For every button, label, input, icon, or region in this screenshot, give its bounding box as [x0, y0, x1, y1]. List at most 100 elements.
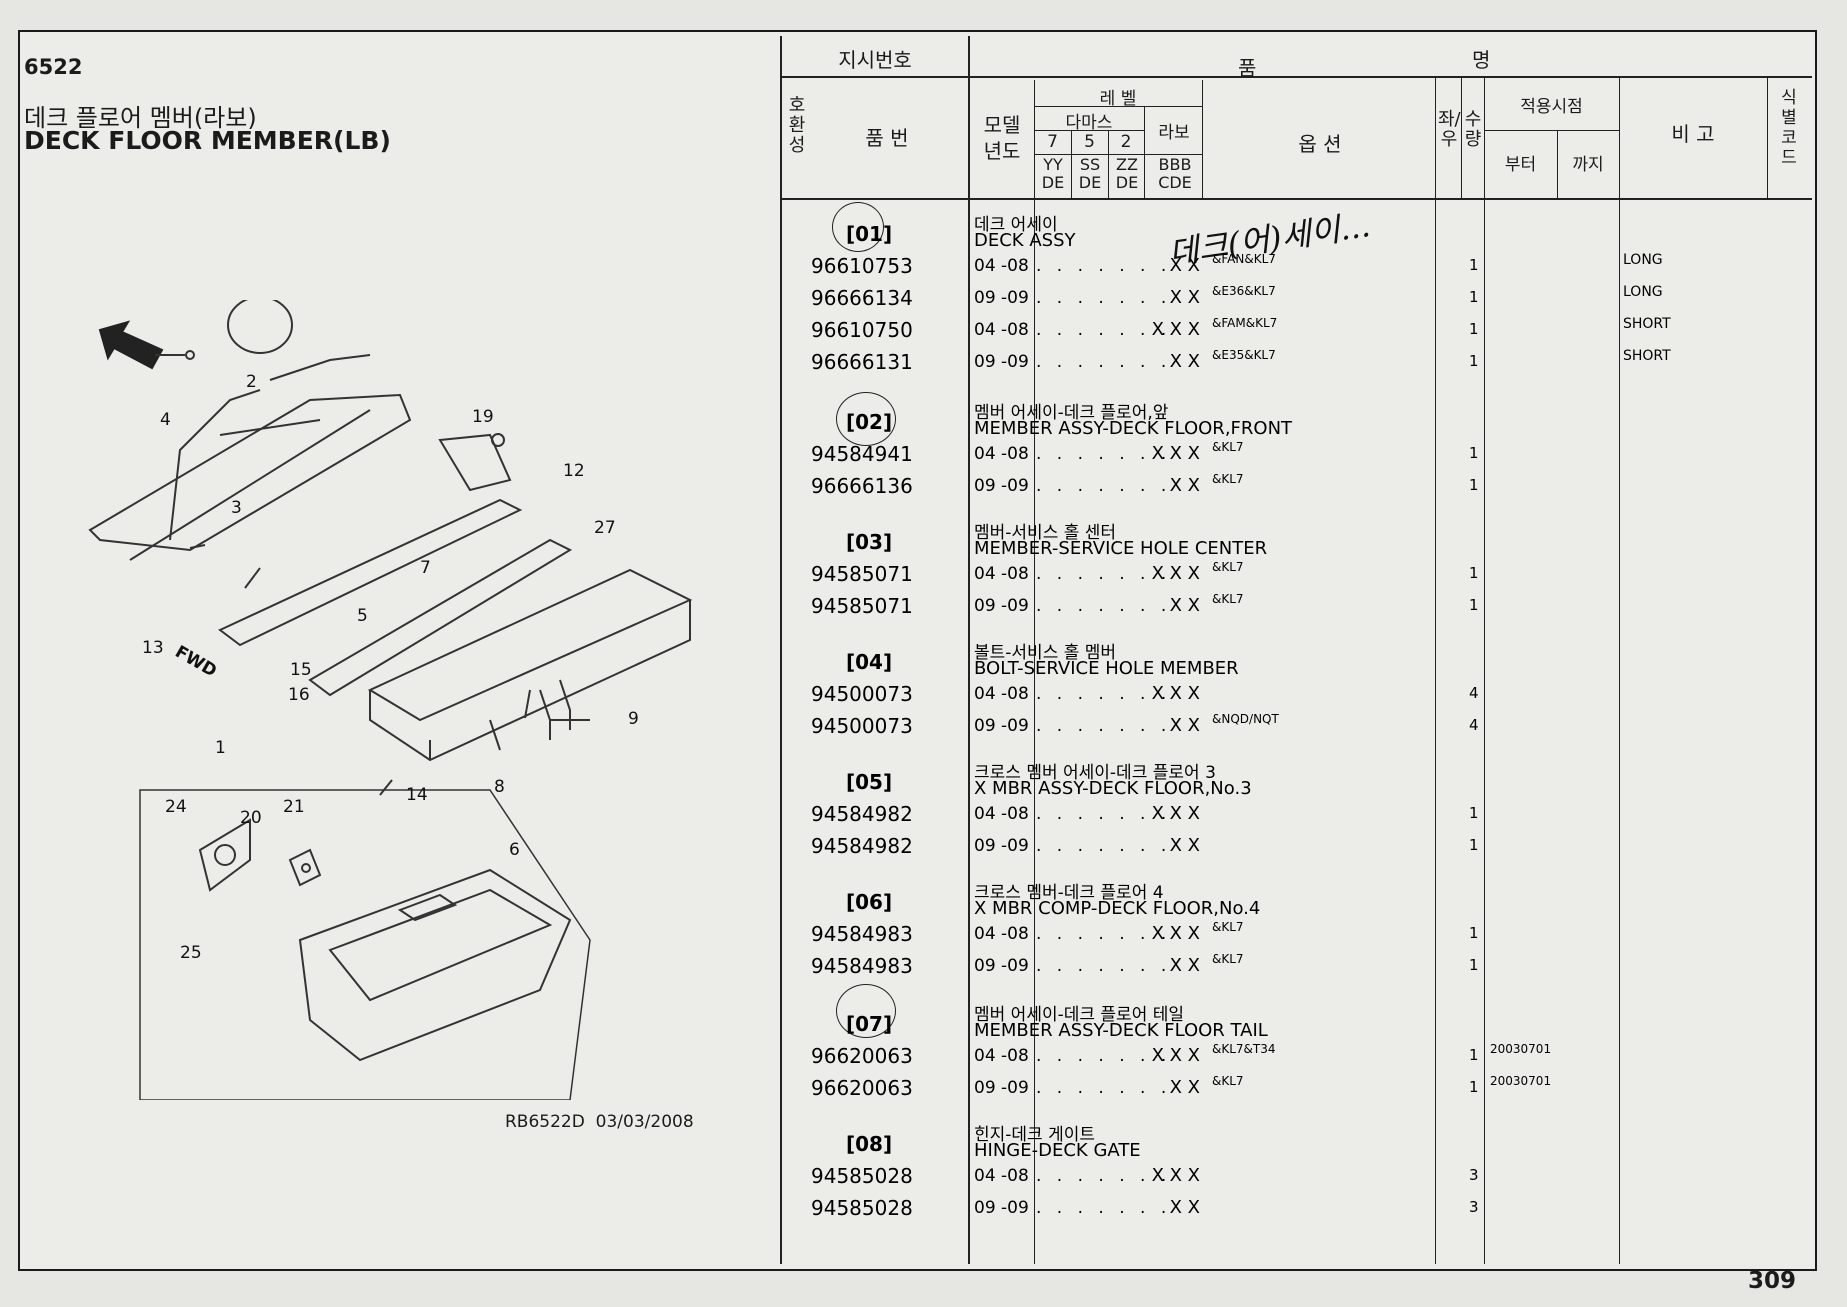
model-year-range: 09 -09 — [974, 1198, 1029, 1218]
remark: SHORT — [1623, 316, 1671, 332]
callout-13: 13 — [142, 638, 164, 658]
callout-4: 4 — [160, 410, 171, 430]
leader-dots: . . . . . . . — [1036, 596, 1172, 616]
marker-circle — [832, 202, 884, 252]
level-marks: X X — [1169, 1197, 1200, 1218]
leader-dots: . . . . . . . — [1036, 1166, 1172, 1186]
header-damas: 다마스 — [1065, 113, 1113, 133]
part-number: 94584941 — [811, 442, 913, 466]
col-divider — [1461, 76, 1462, 200]
level-marks: X X X — [1151, 1045, 1200, 1066]
leader-dots: . . . . . . . — [1036, 956, 1172, 976]
quantity: 1 — [1469, 256, 1479, 274]
header-level-5: 5 — [1084, 132, 1095, 152]
quantity: 1 — [1469, 1046, 1479, 1064]
level-marks: X X — [1169, 351, 1200, 372]
level-marks: X X X — [1151, 683, 1200, 704]
section-code: [01] — [846, 222, 893, 246]
section-code: [02] — [846, 410, 893, 434]
option-code: &KL7 — [1212, 920, 1244, 934]
model-year-range: 09 -09 — [974, 352, 1029, 372]
header-option: 옵 션 — [1298, 132, 1342, 156]
section-code: [08] — [846, 1132, 893, 1156]
model-year-range: 04 -08 — [974, 924, 1029, 944]
part-number: 94500073 — [811, 682, 913, 706]
option-code: &KL7 — [1212, 560, 1244, 574]
level-marks: X X — [1169, 287, 1200, 308]
title-english: DECK FLOOR MEMBER(LB) — [24, 126, 391, 155]
model-year-range: 09 -09 — [974, 1078, 1029, 1098]
header-level-bbbcde: BBB CDE — [1158, 155, 1192, 192]
header-qty: 수량 — [1464, 109, 1482, 150]
level-marks: X X — [1169, 475, 1200, 496]
col-divider — [780, 36, 782, 1264]
quantity: 1 — [1469, 804, 1479, 822]
callout-16: 16 — [288, 685, 310, 705]
header-labo: 라보 — [1158, 123, 1190, 143]
header-to: 까지 — [1572, 155, 1604, 175]
header-level-yyde: YY DE — [1041, 155, 1065, 192]
leader-dots: . . . . . . . — [1036, 444, 1172, 464]
title-korean: 데크 플로어 멤버(라보) — [24, 104, 257, 132]
header-from: 부터 — [1504, 155, 1537, 175]
quantity: 1 — [1469, 956, 1479, 974]
model-year-range: 04 -08 — [974, 804, 1029, 824]
part-number: 96620063 — [811, 1044, 913, 1068]
row-divider — [1034, 130, 1144, 131]
section-name-korean: 멤버-서비스 홀 센터 — [974, 523, 1117, 543]
section-name-english: HINGE-DECK GATE — [974, 1140, 1141, 1161]
header-level-zzde: ZZ DE — [1115, 155, 1139, 192]
applied-from: 20030701 — [1490, 1042, 1552, 1056]
section-name-korean: 볼트-서비스 홀 멤버 — [974, 643, 1117, 663]
diagram-code: RB6522D 03/03/2008 — [505, 1112, 694, 1132]
level-marks: X X X — [1151, 443, 1200, 464]
quantity: 1 — [1469, 320, 1479, 338]
model-year-range: 04 -08 — [974, 444, 1029, 464]
leader-dots: . . . . . . . — [1036, 924, 1172, 944]
col-divider — [1034, 80, 1035, 1264]
quantity: 1 — [1469, 836, 1479, 854]
parts-sheet — [18, 30, 1817, 1271]
quantity: 3 — [1469, 1198, 1479, 1216]
option-code: &FAM&KL7 — [1212, 316, 1278, 330]
applied-from: 20030701 — [1490, 1074, 1552, 1088]
leader-dots: . . . . . . . — [1036, 684, 1172, 704]
row-divider — [782, 198, 1812, 200]
quantity: 1 — [1469, 352, 1479, 370]
part-number: 96610753 — [811, 254, 913, 278]
section-code: [06] — [846, 890, 893, 914]
part-number: 94584983 — [811, 954, 913, 978]
leader-dots: . . . . . . . — [1036, 804, 1172, 824]
callout-7: 6 — [509, 840, 520, 860]
leader-dots: . . . . . . . — [1036, 564, 1172, 584]
callout-12: 12 — [563, 461, 585, 481]
part-number: 94500073 — [811, 714, 913, 738]
callout-24: 24 — [165, 797, 187, 817]
header-remark: 비 고 — [1671, 122, 1715, 146]
col-divider — [1557, 130, 1558, 200]
level-marks: X X — [1169, 955, 1200, 976]
marker-circle — [836, 392, 896, 446]
part-number: 96620063 — [811, 1076, 913, 1100]
remark: SHORT — [1623, 348, 1671, 364]
section-name-korean: 힌지-데크 게이트 — [974, 1125, 1096, 1145]
section-code: [07] — [846, 1012, 893, 1036]
model-year-range: 04 -08 — [974, 1046, 1029, 1066]
header-instruction-no: 지시번호 — [838, 48, 912, 72]
level-marks: X X — [1169, 835, 1200, 856]
col-divider — [1144, 106, 1145, 200]
model-year-range: 09 -09 — [974, 476, 1029, 496]
model-year-range: 09 -09 — [974, 716, 1029, 736]
header-interchange: 호환성 — [788, 95, 806, 156]
remark: LONG — [1623, 252, 1663, 268]
callout-9: 9 — [628, 709, 639, 729]
option-code: &E35&KL7 — [1212, 348, 1276, 362]
row-divider — [782, 76, 1812, 78]
callout-3: 3 — [231, 498, 242, 518]
leader-dots: . . . . . . . — [1036, 1046, 1172, 1066]
callout-27: 27 — [594, 518, 616, 538]
leader-dots: . . . . . . . — [1036, 288, 1172, 308]
model-year-range: 04 -08 — [974, 564, 1029, 584]
option-code: &NQD/NQT — [1212, 712, 1279, 726]
